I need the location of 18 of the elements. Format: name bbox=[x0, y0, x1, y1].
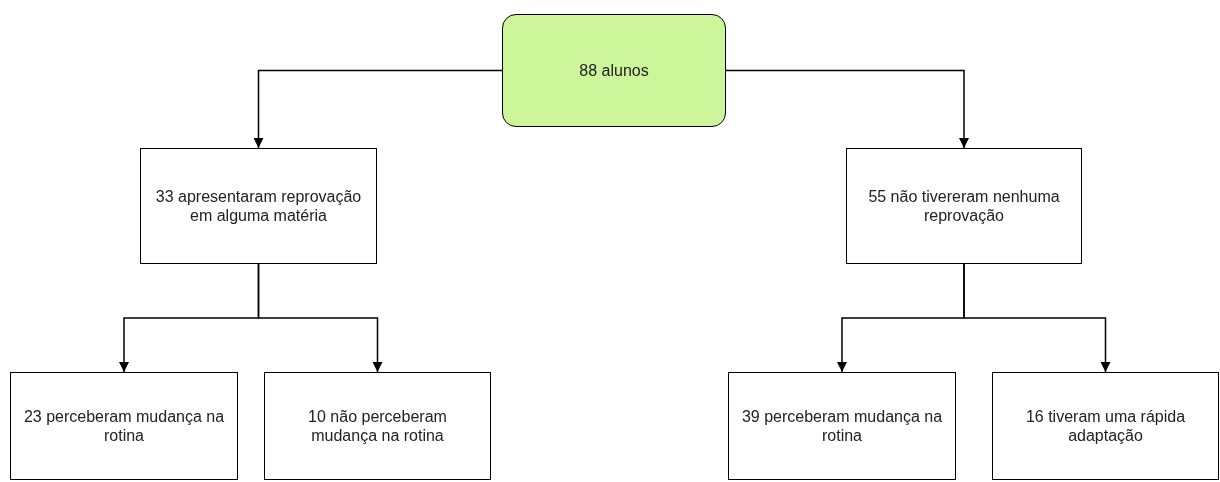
process-box bbox=[992, 372, 1219, 480]
node-text: 39 perceberam mudança na rotina bbox=[740, 406, 944, 446]
arrow bbox=[253, 69, 503, 149]
root-box bbox=[502, 14, 726, 127]
node-text: 23 perceberam mudança na rotina bbox=[22, 406, 226, 446]
process-box bbox=[140, 148, 377, 264]
node-text: 55 não tivereram nenhuma reprovação bbox=[867, 186, 1061, 226]
arrow bbox=[257, 263, 383, 373]
process-box bbox=[264, 372, 491, 480]
node-text: 88 alunos bbox=[579, 60, 649, 81]
process-box bbox=[10, 372, 238, 480]
node-text: 33 apresentaram reprovação em alguma matéria bbox=[154, 186, 363, 226]
arrow bbox=[725, 69, 969, 149]
node-text: 10 não perceberam mudança na rotina bbox=[307, 406, 448, 446]
process-box bbox=[728, 372, 956, 480]
process-box bbox=[846, 148, 1082, 264]
node-text: 16 tiveram uma rápida adaptação bbox=[1024, 406, 1187, 446]
arrow bbox=[963, 263, 1111, 373]
